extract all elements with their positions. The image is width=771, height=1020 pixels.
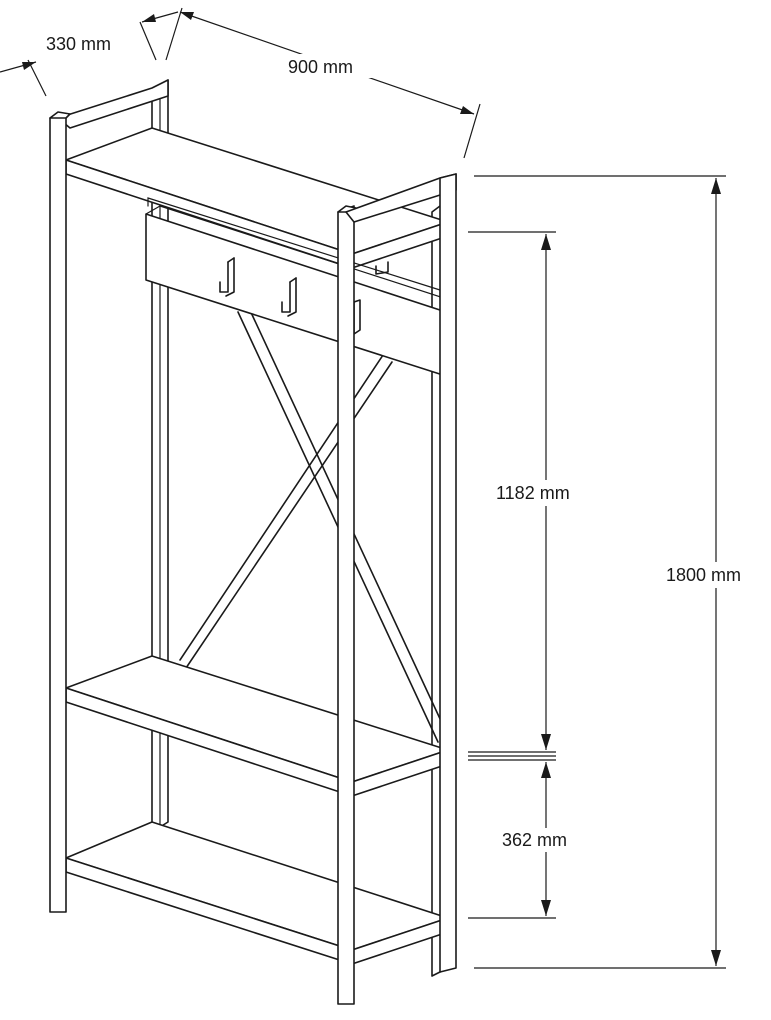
lower-height-label: 362 mm: [502, 830, 567, 850]
depth-dimension: 330 mm: [0, 11, 179, 97]
middle-shelf: [65, 655, 449, 797]
front-frame: [49, 111, 457, 1005]
width-label: 900 mm: [288, 57, 353, 77]
total-height-dimension: 1800 mm: [474, 175, 768, 969]
upper-height-dimension: 1182 mm: [468, 231, 598, 757]
bottom-shelf: [65, 821, 449, 965]
hook-2-icon: [281, 277, 297, 317]
hook-4-icon: [375, 261, 389, 275]
lower-height-dimension: 362 mm: [468, 759, 592, 919]
total-height-label: 1800 mm: [666, 565, 741, 585]
depth-label: 330 mm: [46, 34, 111, 54]
cross-braces: [179, 305, 449, 743]
hook-1-icon: [219, 257, 235, 297]
upper-height-label: 1182 mm: [496, 483, 570, 503]
width-dimension: 900 mm: [165, 7, 481, 159]
